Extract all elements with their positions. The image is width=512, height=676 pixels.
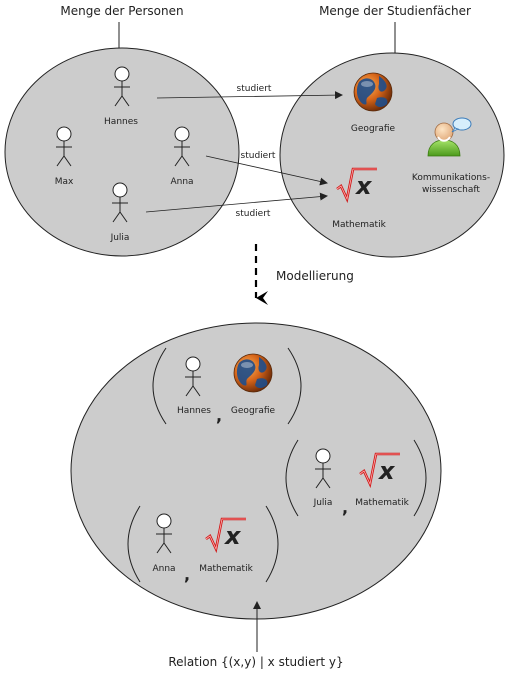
subject-label-kommunikation-line1: Kommunikations- (412, 173, 490, 183)
relation-label-1: studiert (237, 84, 272, 94)
pair-person-label: Hannes (177, 406, 211, 416)
open-paren (152, 347, 167, 425)
pair-person-label: Anna (152, 564, 175, 574)
pair-anna-mathematik: Anna Mathematik , (127, 505, 279, 584)
relation-label-2: studiert (241, 151, 276, 161)
globe-icon (353, 72, 393, 112)
modelling-label: Modellierung (276, 269, 354, 283)
relation-caption: Relation {(x,y) | x studiert y} (168, 655, 343, 669)
speaking-person-icon (427, 117, 472, 157)
subject-label-mathematik: Mathematik (332, 220, 386, 230)
pair-hannes-geografie: Hannes Geografie , (152, 347, 302, 425)
persons-set-title: Menge der Personen (60, 4, 183, 18)
relation-arrow-hannes-geografie (156, 91, 343, 100)
person-label-anna: Anna (170, 177, 193, 187)
open-paren (127, 505, 141, 583)
subjects-set-circle (279, 52, 505, 258)
pair-person-label: Julia (313, 498, 333, 508)
subjects-set-title: Menge der Studienfächer (319, 4, 471, 18)
globe-icon (233, 353, 273, 393)
pair-comma: , (216, 406, 222, 425)
person-label-hannes: Hannes (104, 117, 138, 127)
relation-arrow-julia-mathematik (145, 192, 328, 213)
pair-subject-label: Mathematik (355, 498, 409, 508)
close-paren (413, 439, 427, 517)
relation-set-circle (70, 322, 442, 620)
pair-julia-mathematik: Julia Mathematik , (285, 439, 427, 517)
open-paren (285, 439, 299, 517)
person-label-max: Max (55, 177, 74, 187)
close-paren (287, 347, 302, 425)
persons-set-circle (4, 47, 240, 257)
subject-label-geografie: Geografie (351, 124, 396, 134)
subject-label-kommunikation-line2: wissenschaft (422, 185, 480, 195)
pair-subject-label: Geografie (231, 406, 276, 416)
relation-arrow-anna-mathematik (205, 155, 328, 186)
pair-comma: , (342, 498, 348, 517)
relation-label-3: studiert (236, 209, 271, 219)
close-paren (265, 505, 279, 583)
pair-subject-label: Mathematik (199, 564, 253, 574)
person-label-julia: Julia (110, 233, 130, 243)
pair-comma: , (184, 565, 190, 584)
